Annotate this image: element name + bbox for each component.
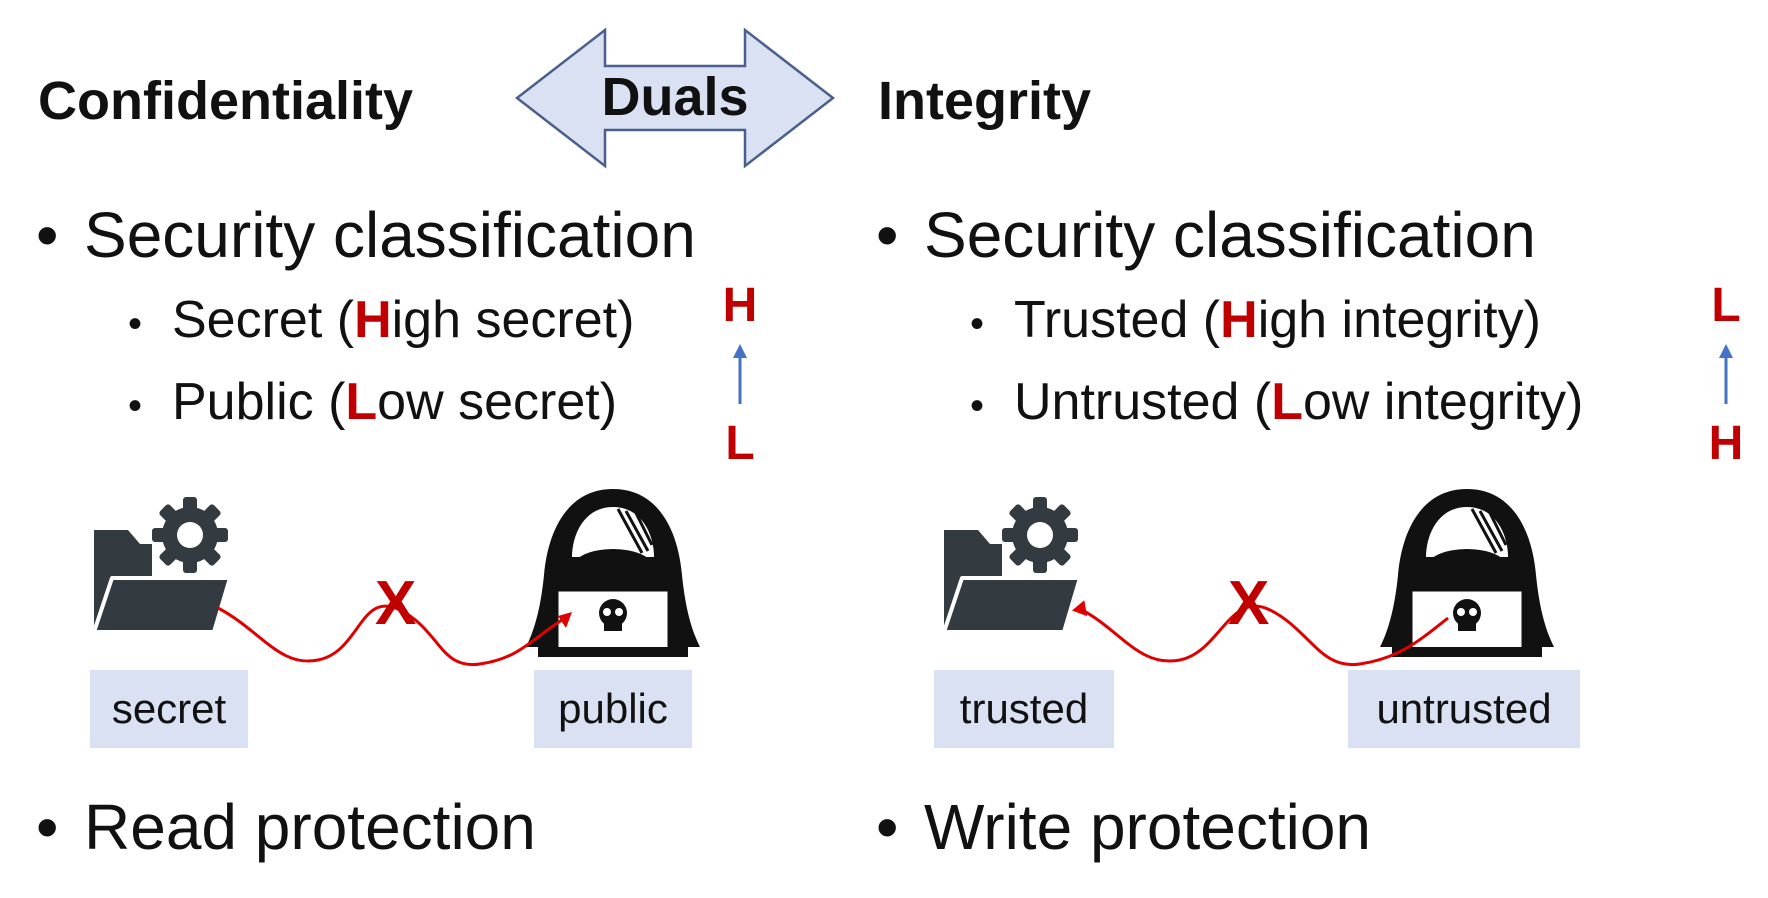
right-tag-from: trusted [934, 670, 1114, 748]
left-order-arrow [733, 344, 747, 404]
item-letter: H [1220, 291, 1258, 349]
folder-gear-icon [942, 497, 1082, 634]
bullet-dot: • [876, 199, 899, 271]
item-suffix: ow integrity) [1302, 373, 1584, 431]
item-suffix: ow secret) [377, 373, 618, 431]
bullet-dot: • [128, 302, 143, 346]
left-item-public: • Public (Low secret) [128, 372, 617, 432]
bullet-dot: • [128, 384, 143, 428]
left-classification-bullet: • Security classification [36, 198, 696, 272]
item-prefix: Trusted ( [1014, 291, 1221, 349]
item-suffix: igh integrity) [1257, 291, 1541, 349]
left-flow-line [217, 604, 572, 667]
right-item-trusted: • Trusted (High integrity) [970, 290, 1541, 350]
hacker-laptop-icon [526, 489, 700, 657]
right-order-top: L [1711, 279, 1741, 332]
bullet-dot: • [36, 199, 59, 271]
left-item-secret: • Secret (High secret) [128, 290, 634, 350]
right-protection-text: Write protection [924, 791, 1371, 863]
right-flow-line [1072, 600, 1449, 667]
left-classification-text: Security classification [84, 199, 696, 271]
bullet-dot: • [36, 791, 59, 863]
right-protection-bullet: • Write protection [876, 790, 1371, 864]
left-order-top: H [722, 279, 758, 332]
duals-double-arrow [514, 27, 836, 169]
right-item-untrusted: • Untrusted (Low integrity) [970, 372, 1583, 432]
item-prefix: Untrusted ( [1014, 373, 1272, 431]
right-classification-bullet: • Security classification [876, 198, 1536, 272]
item-prefix: Public ( [172, 373, 346, 431]
item-prefix: Secret ( [172, 291, 355, 349]
hacker-laptop-icon [1380, 489, 1554, 657]
bullet-dot: • [876, 791, 899, 863]
item-letter: L [345, 373, 378, 431]
confidentiality-title: Confidentiality [38, 71, 413, 131]
bullet-dot: • [970, 302, 985, 346]
item-letter: H [354, 291, 392, 349]
right-tag-to: untrusted [1348, 670, 1580, 748]
integrity-title: Integrity [878, 71, 1092, 131]
left-blocked-mark: X [375, 569, 417, 638]
left-order-bottom: L [725, 417, 755, 470]
duals-label: Duals [601, 67, 749, 127]
left-protection-text: Read protection [84, 791, 536, 863]
item-letter: L [1271, 373, 1303, 431]
left-tag-from: secret [90, 670, 248, 748]
folder-gear-icon [92, 497, 232, 634]
right-blocked-mark: X [1228, 569, 1270, 638]
item-suffix: igh secret) [391, 291, 635, 349]
right-classification-text: Security classification [924, 199, 1536, 271]
right-order-bottom: H [1708, 417, 1744, 470]
right-order-arrow [1719, 344, 1733, 404]
left-protection-bullet: • Read protection [36, 790, 536, 864]
left-tag-to: public [534, 670, 692, 748]
bullet-dot: • [970, 384, 985, 428]
